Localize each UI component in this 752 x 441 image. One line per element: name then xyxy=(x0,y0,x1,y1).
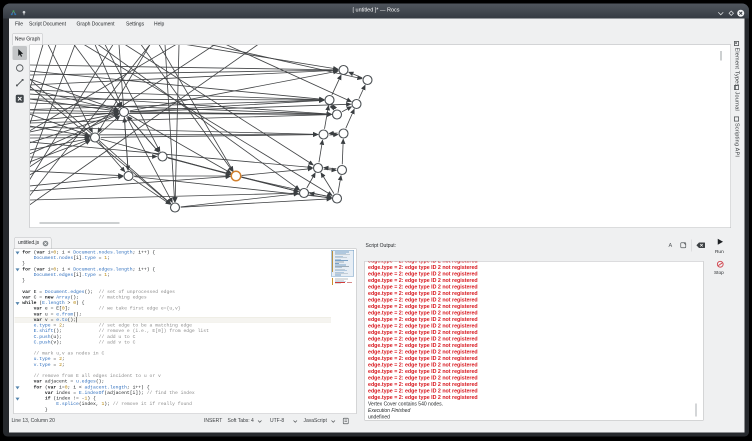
svg-text:A: A xyxy=(669,243,673,249)
